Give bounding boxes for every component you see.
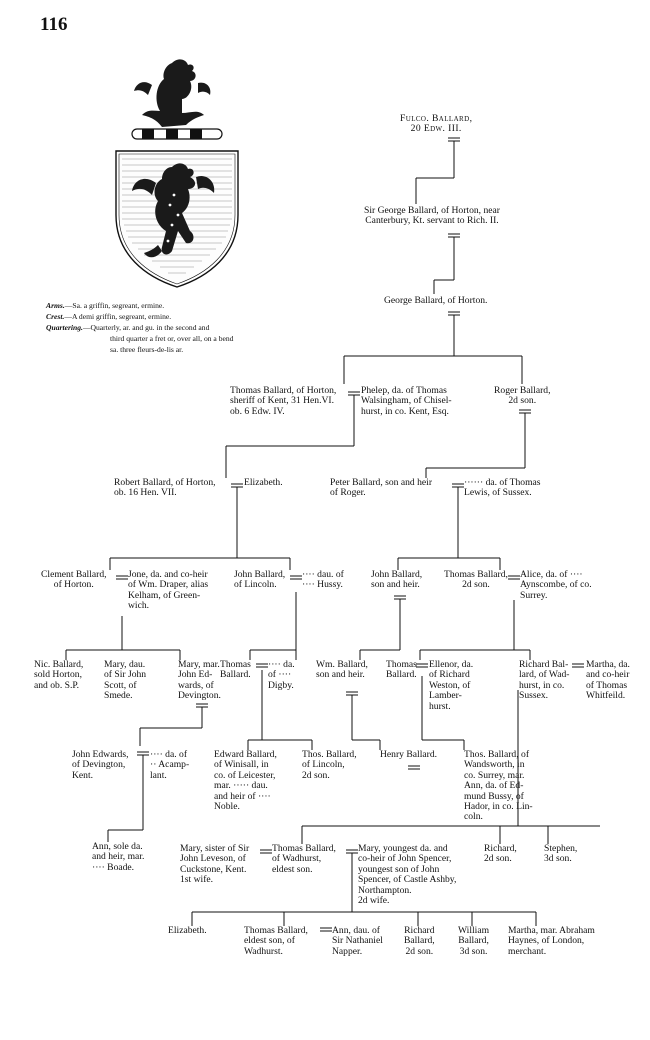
person-richard-2d: Richard, 2d son. — [484, 843, 517, 865]
person-roger: Roger Ballard, 2d son. — [494, 385, 551, 407]
person-lewis-daughter: ······ da. of Thomas Lewis, of Sussex. — [464, 477, 541, 499]
person-thomas-2d-son: Thomas Ballard, 2d son. — [444, 569, 508, 591]
person-nic: Nic. Ballard, sold Horton, and ob. S.P. — [34, 659, 84, 691]
page-number: 116 — [40, 14, 68, 35]
person-ellenor: Ellenor, da. of Richard Weston, of Lambe… — [429, 659, 474, 712]
person-fulco: Fulco. Ballard, 20 Edw. III. — [400, 113, 473, 135]
arms-label: Arms. — [46, 301, 65, 310]
person-edward: Edward Ballard, of Winisall, in co. of L… — [214, 749, 277, 813]
person-hussy-daughter: ···· dau. of ···· Hussy. — [302, 569, 344, 591]
person-thomas-sheriff: Thomas Ballard, of Horton, sheriff of Ke… — [230, 385, 337, 417]
quartering-text-1: —Quarterly, ar. and gu. in the second an… — [82, 323, 210, 332]
person-digby-daughter: ···· da. of ···· Digby. — [268, 659, 295, 691]
person-john-son-heir: John Ballard, son and heir. — [371, 569, 423, 591]
person-jone: Jone, da. and co-heir of Wm. Draper, ali… — [128, 569, 209, 612]
person-john-edwards: John Edwards, of Devington, Kent. — [72, 749, 129, 781]
person-elizabeth-2: Elizabeth. — [168, 925, 207, 936]
person-peter: Peter Ballard, son and heir of Roger. — [330, 477, 433, 499]
person-wm: Wm. Ballard, son and heir. — [316, 659, 368, 681]
person-acamplant-daughter: ···· da. of ·· Acamp- lant. — [150, 749, 190, 781]
heraldic-description: Arms.—Sa. a griffin, segreant, ermine. C… — [46, 300, 233, 355]
person-thomas-digby: Thomas Ballard. — [220, 659, 251, 681]
person-richard-wadhurst: Richard Bal- lard, of Wad- hurst, in co.… — [519, 659, 570, 702]
person-mary-scott: Mary, dau. of Sir John Scott, of Smede. — [104, 659, 147, 702]
person-mary-spencer: Mary, youngest da. and co-heir of John S… — [358, 843, 457, 907]
person-clement: Clement Ballard, of Horton. — [41, 569, 107, 591]
person-thomas-last: Thomas Ballard, eldest son, of Wadhurst. — [244, 925, 308, 957]
person-thos-lincoln: Thos. Ballard, of Lincoln, 2d son. — [302, 749, 357, 781]
person-william-last: William Ballard, 3d son. — [458, 925, 490, 957]
crest-label: Crest. — [46, 312, 65, 321]
person-richard-last: Richard Ballard, 2d son. — [404, 925, 435, 957]
person-thomas-weston: Thomas Ballard. — [386, 659, 417, 681]
person-alice: Alice, da. of ···· Aynscombe, of co. Sur… — [520, 569, 592, 601]
crest-text: —A demi griffin, segreant, ermine. — [64, 312, 172, 321]
person-sir-george: Sir George Ballard, of Horton, near Cant… — [364, 205, 500, 227]
quartering-text-3: sa. three fleurs-de-lis ar. — [110, 345, 184, 354]
person-elizabeth-1: Elizabeth. — [244, 477, 283, 488]
person-henry: Henry Ballard. — [380, 749, 438, 760]
person-ann-boade: Ann, sole da. and heir, mar. ···· Boade. — [92, 841, 145, 873]
person-thos-wandsworth: Thos. Ballard, of Wandsworth, in co. Sur… — [464, 749, 533, 823]
person-thomas-wadhurst: Thomas Ballard, of Wadhurst, eldest son. — [272, 843, 336, 875]
person-robert: Robert Ballard, of Horton, ob. 16 Hen. V… — [114, 477, 216, 499]
quartering-label: Quartering. — [46, 323, 83, 332]
person-george: George Ballard, of Horton. — [384, 295, 488, 306]
person-john-lincoln: John Ballard, of Lincoln. — [234, 569, 286, 591]
person-mary-leveson: Mary, sister of Sir John Leveson, of Cuc… — [180, 843, 250, 886]
person-mary-edwards: Mary, mar. John Ed- wards, of Devington. — [178, 659, 221, 702]
quartering-text-2: third quarter a fret or, over all, on a … — [110, 334, 234, 343]
arms-text: —Sa. a griffin, segreant, ermine. — [64, 301, 165, 310]
person-martha-whitfeild: Martha, da. and co-heir of Thomas Whitfe… — [586, 659, 630, 702]
person-stephen: Stephen, 3d son. — [544, 843, 578, 865]
person-phelep: Phelep, da. of Thomas Walsingham, of Chi… — [361, 385, 452, 417]
person-martha-haynes: Martha, mar. Abraham Haynes, of London, … — [508, 925, 595, 957]
person-ann-napper: Ann, dau. of Sir Nathaniel Napper. — [332, 925, 383, 957]
coat-of-arms-icon — [115, 59, 239, 288]
